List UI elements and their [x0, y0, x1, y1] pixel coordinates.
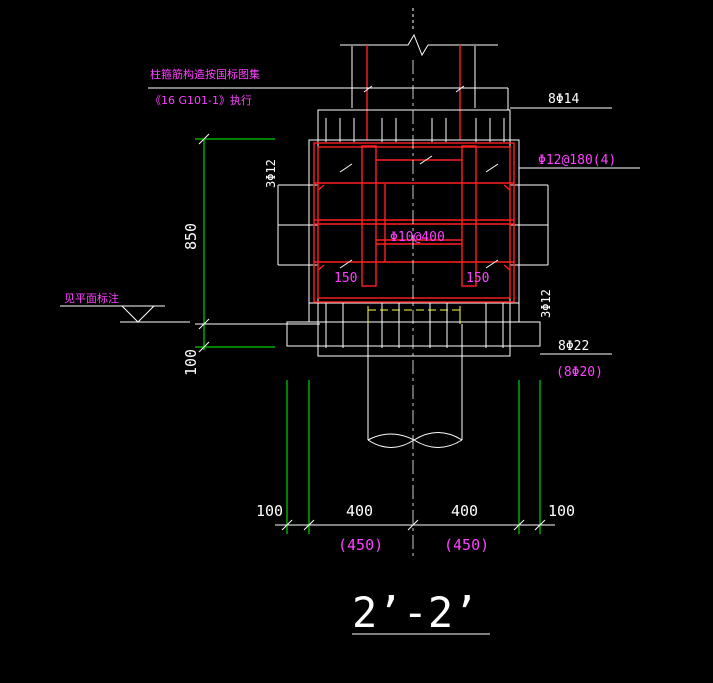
right-leaders: [510, 107, 640, 355]
leader-lines: [339, 85, 499, 269]
dim-100-left: 100: [256, 502, 283, 520]
outer-stirrup: [313, 142, 515, 303]
section-title: 2’-2’: [352, 588, 478, 637]
label-top-bars: 8Φ14: [548, 92, 579, 107]
label-side-left: 3Φ12: [264, 159, 278, 188]
column-above: [340, 8, 498, 108]
note-line1: 柱箍筋构造按国标图集: [150, 67, 260, 81]
dim-400-right: 400: [451, 502, 478, 520]
column-bars: [366, 45, 461, 140]
level-symbol: [60, 305, 190, 323]
label-150-left: 150: [334, 271, 357, 286]
dim-100-right: 100: [548, 502, 575, 520]
dim-450-left: (450): [338, 536, 383, 554]
horizontal-dimension-line: [275, 519, 555, 531]
vertical-dimension: [195, 138, 275, 350]
rebar-hooks: [317, 184, 511, 271]
note-line2: 《16 G101-1》执行: [150, 93, 252, 107]
vertical-dimension-ticks: [195, 133, 320, 353]
plan-note: 见平面标注: [64, 291, 119, 305]
bottom-bar-ticks: [325, 303, 504, 348]
dim-400-left: 400: [346, 502, 373, 520]
dim-100-vertical: 100: [182, 349, 200, 376]
label-bottom-bars: 8Φ22: [558, 339, 589, 354]
dim-450-right: (450): [444, 536, 489, 554]
pile-shaft: [367, 324, 463, 448]
side-bars: [277, 184, 549, 266]
stirrup-crossbars: [314, 159, 514, 263]
top-bar-ticks: [325, 118, 505, 142]
inner-stirrup-left: [361, 145, 377, 287]
label-side-right: 3Φ12: [539, 289, 553, 318]
label-stirrup-inner: Φ10@400: [390, 230, 445, 245]
horizontal-dimension: [286, 380, 541, 534]
label-bottom-alt: (8Φ20): [556, 365, 603, 380]
label-stirrup-outer: Φ12@180(4): [538, 153, 616, 168]
pile: [367, 306, 461, 324]
label-150-right: 150: [466, 271, 489, 286]
note-leader: [148, 87, 509, 110]
dim-850: 850: [182, 223, 200, 250]
inner-stirrup-right: [461, 145, 477, 287]
